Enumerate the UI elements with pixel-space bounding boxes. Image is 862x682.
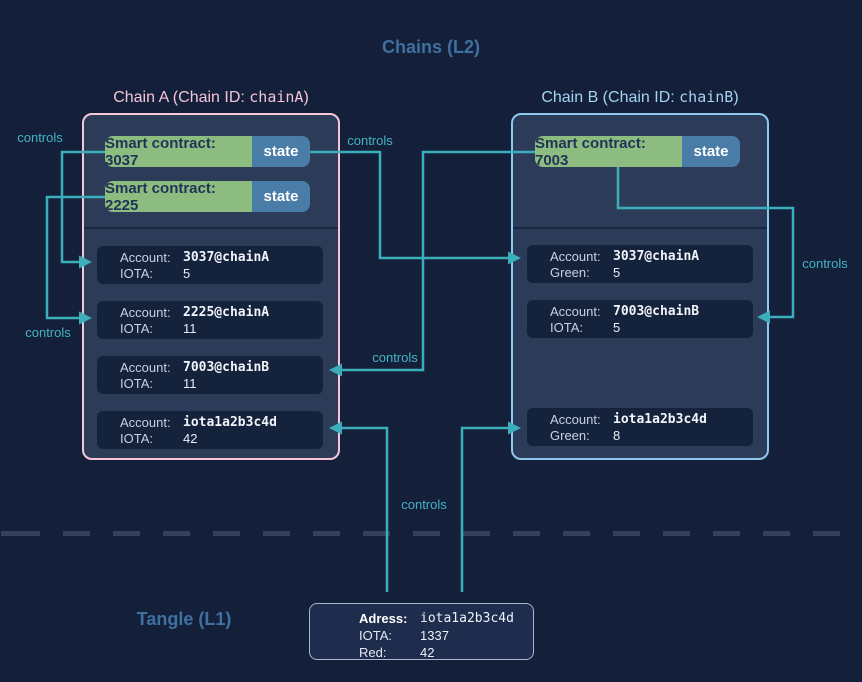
- token-label: Green:: [550, 428, 590, 443]
- account-card: Account: 7003@chainB IOTA: 11: [97, 356, 323, 394]
- controls-label: controls: [17, 130, 63, 145]
- state-button: state: [252, 136, 310, 167]
- chain-b-title-prefix: Chain B (Chain ID:: [541, 89, 680, 106]
- chains-l2-heading: Chains (L2): [381, 37, 480, 57]
- tangle-l1-heading: Tangle (L1): [136, 609, 232, 629]
- address-value: iota1a2b3c4d: [420, 611, 514, 626]
- token-balance: 42: [183, 431, 198, 446]
- connector-scA3037-to-accountB1: [310, 150, 521, 265]
- controls-label: controls: [25, 325, 71, 340]
- account-id: 7003@chainB: [183, 360, 270, 375]
- token-balance: 11: [183, 321, 197, 336]
- address-label: Adress:: [359, 611, 408, 626]
- controls-label: controls: [802, 256, 848, 271]
- account-label: Account:: [120, 305, 171, 320]
- token-balance: 5: [183, 266, 191, 281]
- chain-b-title: Chain B (Chain ID: chainB): [511, 88, 769, 107]
- account-id: iota1a2b3c4d: [183, 415, 277, 430]
- chain-b-box: Smart contract: 7003 state Account: 3037@…: [511, 113, 769, 460]
- l1-address-card: Adress: iota1a2b3c4d IOTA: 1337 Red: 42: [309, 603, 534, 660]
- smart-contract-3037-pill: Smart contract: 3037 state: [105, 136, 310, 167]
- token-label: IOTA:: [550, 320, 583, 335]
- chain-a-title-prefix: Chain A (Chain ID:: [113, 89, 250, 106]
- account-label: Account:: [120, 250, 171, 265]
- red-label: Red:: [359, 645, 387, 660]
- token-label: IOTA:: [120, 431, 153, 446]
- token-balance: 8: [613, 428, 621, 443]
- iota-label: IOTA:: [359, 628, 392, 643]
- account-label: Account:: [120, 415, 171, 430]
- smart-contract-label: Smart contract: 7003: [535, 136, 682, 167]
- account-id: 3037@chainA: [183, 250, 270, 265]
- chain-a-divider: [84, 227, 338, 229]
- chain-b-title-suffix: ): [733, 89, 739, 106]
- account-card: Account: iota1a2b3c4d IOTA: 42: [97, 411, 323, 449]
- chain-a-title-suffix: ): [303, 89, 309, 106]
- account-label: Account:: [550, 412, 601, 427]
- l1-l2-separator: [0, 531, 862, 536]
- account-card: Account: 2225@chainA IOTA: 11: [97, 301, 323, 339]
- smart-contract-label: Smart contract: 3037: [105, 136, 252, 167]
- account-id: 7003@chainB: [613, 304, 700, 319]
- account-label: Account:: [120, 360, 171, 375]
- token-balance: 11: [183, 376, 197, 391]
- chain-a-box: Smart contract: 3037 state Smart contrac…: [82, 113, 340, 460]
- token-balance: 5: [613, 265, 621, 280]
- connector-sc7003-to-accountA3: [329, 150, 535, 377]
- controls-label: controls: [372, 350, 418, 365]
- account-id: iota1a2b3c4d: [613, 412, 707, 427]
- state-button: state: [252, 181, 310, 212]
- token-label: IOTA:: [120, 266, 153, 281]
- chain-a-id: chainA: [249, 88, 304, 106]
- account-id: 3037@chainA: [613, 249, 700, 264]
- chain-b-id: chainB: [679, 88, 734, 106]
- smart-contract-2225-pill: Smart contract: 2225 state: [105, 181, 310, 212]
- token-balance: 5: [613, 320, 621, 335]
- account-card: Account: 3037@chainA IOTA: 5: [97, 246, 323, 284]
- red-value: 42: [420, 645, 435, 660]
- account-card: Account: iota1a2b3c4d Green: 8: [527, 408, 753, 446]
- account-label: Account:: [550, 249, 601, 264]
- token-label: IOTA:: [120, 376, 153, 391]
- account-card: Account: 7003@chainB IOTA: 5: [527, 300, 753, 338]
- chain-a-title: Chain A (Chain ID: chainA): [82, 88, 340, 107]
- token-label: IOTA:: [120, 321, 153, 336]
- state-button: state: [682, 136, 740, 167]
- controls-label: controls: [401, 497, 447, 512]
- smart-contract-label: Smart contract: 2225: [105, 181, 252, 212]
- account-card: Account: 3037@chainA Green: 5: [527, 245, 753, 283]
- smart-contract-7003-pill: Smart contract: 7003 state: [535, 136, 740, 167]
- account-id: 2225@chainA: [183, 305, 270, 320]
- account-label: Account:: [550, 304, 601, 319]
- iota-value: 1337: [420, 628, 449, 643]
- controls-label: controls: [347, 133, 393, 148]
- chain-b-divider: [513, 227, 767, 229]
- token-label: Green:: [550, 265, 590, 280]
